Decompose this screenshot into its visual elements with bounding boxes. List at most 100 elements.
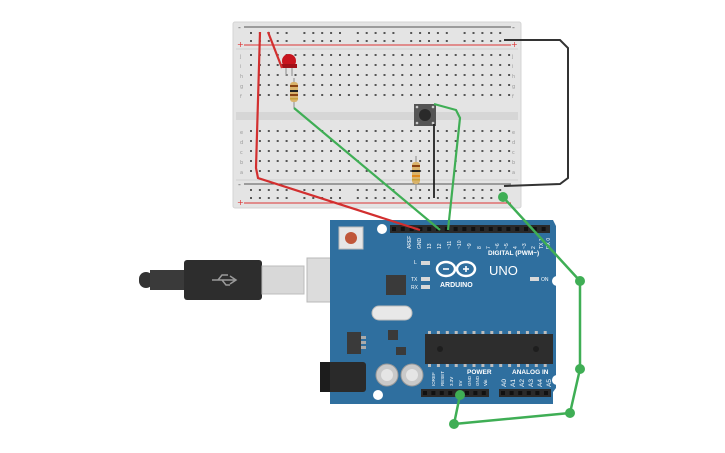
breadboard-hole xyxy=(258,140,261,142)
wire-joint[interactable] xyxy=(565,408,575,418)
wire-red-led[interactable] xyxy=(266,31,284,69)
breadboard-hole xyxy=(481,140,484,142)
ic-pin xyxy=(543,364,547,367)
breadboard-hole xyxy=(454,94,457,96)
wire-joint[interactable] xyxy=(575,364,585,374)
rail-hole xyxy=(330,189,333,191)
breadboard-hole xyxy=(312,74,315,76)
breadboard-hole xyxy=(499,150,502,152)
header-pin xyxy=(509,391,514,395)
row-label-i-right: i xyxy=(512,64,513,70)
breadboard-hole xyxy=(410,140,413,142)
breadboard-hole xyxy=(339,94,341,96)
ic-pin xyxy=(525,364,529,367)
ic-pin xyxy=(472,364,476,367)
breadboard-hole xyxy=(312,170,315,172)
breadboard-hole xyxy=(250,94,252,96)
breadboard-hole xyxy=(472,150,475,152)
breadboard-hole xyxy=(508,74,511,76)
breadboard-hole xyxy=(472,140,475,142)
resistor-band xyxy=(290,85,298,87)
breadboard-hole xyxy=(347,170,350,172)
rail-hole xyxy=(392,32,395,34)
arduino-uno-board[interactable]: AREF GND 13 12 ~11 ~10 ~9 8 7 ~6 ~5 4 ~3… xyxy=(320,220,562,404)
wire-joint[interactable] xyxy=(455,390,465,400)
breadboard-hole xyxy=(428,170,430,172)
rail-hole xyxy=(419,40,422,42)
header-pin xyxy=(473,391,478,395)
small-chip xyxy=(388,330,398,340)
rail-hole xyxy=(410,189,413,191)
breadboard-hole xyxy=(472,74,475,76)
wire-green-pin13[interactable] xyxy=(293,107,441,231)
wire-joint[interactable] xyxy=(449,419,459,429)
breadboard-hole xyxy=(356,130,359,132)
breadboard-hole xyxy=(410,54,413,56)
breadboard-hole xyxy=(392,84,395,86)
breadboard-hole xyxy=(276,64,279,66)
rail-plus-label-bottom: + xyxy=(237,198,244,207)
header-pin xyxy=(480,227,484,231)
pin-label-9: ~9 xyxy=(467,243,473,249)
rail-hole xyxy=(312,32,315,34)
resistor-pulldown[interactable] xyxy=(412,156,420,190)
breadboard-hole xyxy=(267,160,270,162)
breadboard-hole xyxy=(428,84,430,86)
rail-hole xyxy=(490,189,493,191)
red-led[interactable] xyxy=(281,54,297,76)
breadboard-hole xyxy=(392,64,395,66)
breadboard-hole xyxy=(481,54,484,56)
breadboard-hole xyxy=(392,130,395,132)
breadboard-hole xyxy=(374,140,377,142)
regulator-pin xyxy=(361,341,366,344)
row-label-c-right: c xyxy=(512,150,515,156)
pushbutton[interactable] xyxy=(414,104,436,126)
breadboard-holes xyxy=(250,32,511,199)
breadboard-hole xyxy=(339,150,341,152)
wire-green-button[interactable] xyxy=(433,102,462,231)
breadboard-hole xyxy=(499,160,502,162)
breadboard-hole xyxy=(508,140,511,142)
breadboard[interactable]: - + - + - + j i h g f e d c b a j i h g … xyxy=(232,21,522,209)
breadboard-hole xyxy=(356,94,359,96)
tx-led-label: TX xyxy=(411,277,418,283)
breadboard-hole xyxy=(383,74,386,76)
resistor-band xyxy=(412,165,420,167)
breadboard-hole xyxy=(490,140,493,142)
breadboard-hole xyxy=(436,64,439,66)
rail-hole xyxy=(321,40,324,42)
breadboard-hole xyxy=(428,74,430,76)
reset-button-cap xyxy=(345,232,357,244)
rail-hole xyxy=(410,32,413,34)
breadboard-hole xyxy=(499,170,502,172)
breadboard-hole xyxy=(508,54,511,56)
rail-hole xyxy=(472,40,475,42)
rail-hole xyxy=(419,197,422,199)
row-label-j: j xyxy=(239,54,241,60)
resistor-led[interactable] xyxy=(290,78,298,108)
rail-hole xyxy=(490,197,493,199)
breadboard-hole xyxy=(419,170,422,172)
uno-model-text: UNO xyxy=(489,263,518,278)
breadboard-hole xyxy=(250,140,252,142)
breadboard-hole xyxy=(508,150,511,152)
breadboard-hole xyxy=(401,54,404,56)
pin-label-aref: AREF xyxy=(407,236,413,249)
breadboard-hole xyxy=(365,94,368,96)
rail-hole xyxy=(436,189,439,191)
wire-red-5v[interactable] xyxy=(254,31,421,232)
breadboard-hole xyxy=(481,150,484,152)
breadboard-hole xyxy=(401,160,404,162)
ic-pin xyxy=(445,364,449,367)
wire-black-rail[interactable] xyxy=(503,39,569,187)
rail-hole xyxy=(374,189,377,191)
wire-joint[interactable] xyxy=(498,192,508,202)
breadboard-hole xyxy=(383,160,386,162)
breadboard-hole xyxy=(481,160,484,162)
ic-pin xyxy=(508,331,512,334)
wire-joint[interactable] xyxy=(575,276,585,286)
breadboard-hole xyxy=(250,150,252,152)
row-label-j-right: j xyxy=(511,54,513,60)
chip-dot xyxy=(533,346,539,352)
